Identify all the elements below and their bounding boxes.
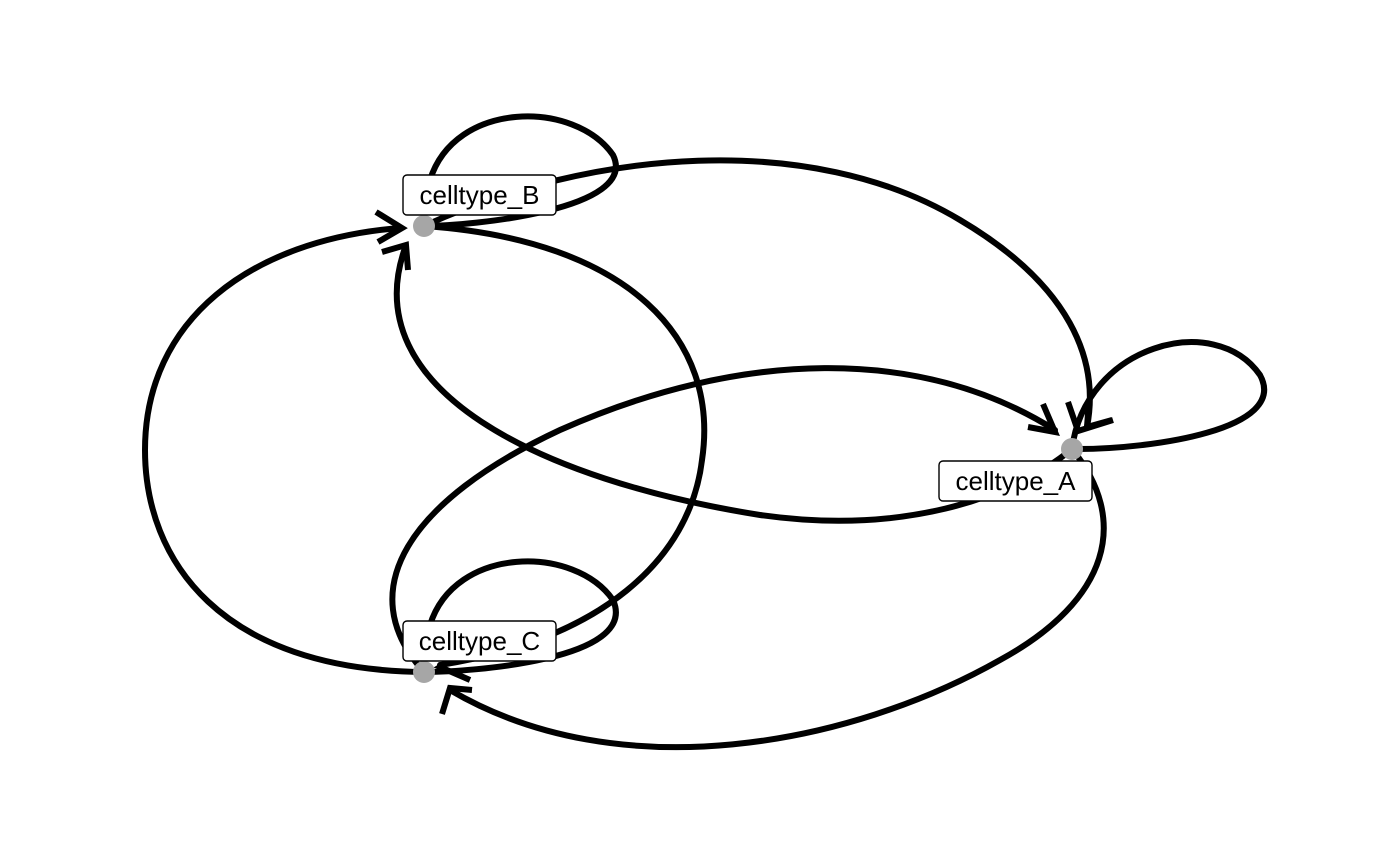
edge-celltype_B-to-celltype_C <box>421 223 708 668</box>
node-label-celltype_B: celltype_B <box>402 174 557 216</box>
node-celltype_B <box>413 215 435 237</box>
node-celltype_A <box>1061 438 1083 460</box>
arrowhead-celltype_A-to-celltype_C <box>439 684 473 715</box>
edge-celltype_C-to-celltype_A <box>389 365 1058 675</box>
edge-celltype_B-to-celltype_B <box>421 113 619 229</box>
arrowhead-celltype_B-to-celltype_A <box>1083 399 1113 432</box>
node-label-celltype_C: celltype_C <box>402 620 557 662</box>
node-label-celltype_A: celltype_A <box>938 460 1093 502</box>
node-celltype_C <box>413 661 435 683</box>
arrowhead-celltype_C-to-celltype_A <box>1027 402 1060 436</box>
node-label-box <box>938 460 1093 502</box>
labels-layer: celltype_A celltype_B celltype_C <box>402 174 1093 662</box>
nodes-layer <box>413 215 1083 683</box>
arrowhead-celltype_A-to-celltype_B <box>381 241 411 271</box>
node-label-text: celltype_B <box>420 180 540 210</box>
node-label-box <box>402 174 557 216</box>
edge-celltype_A-to-celltype_A <box>1069 339 1267 452</box>
node-label-text: celltype_A <box>956 466 1077 496</box>
edge-celltype_A-to-celltype_C <box>447 446 1107 751</box>
node-label-box <box>402 620 557 662</box>
node-label-text: celltype_C <box>419 626 540 656</box>
edge-celltype_C-to-celltype_B <box>142 225 427 675</box>
edges-layer <box>142 113 1267 751</box>
edge-celltype_B-to-celltype_A <box>421 157 1093 430</box>
arrowhead-celltype_C-to-celltype_B <box>374 209 408 245</box>
